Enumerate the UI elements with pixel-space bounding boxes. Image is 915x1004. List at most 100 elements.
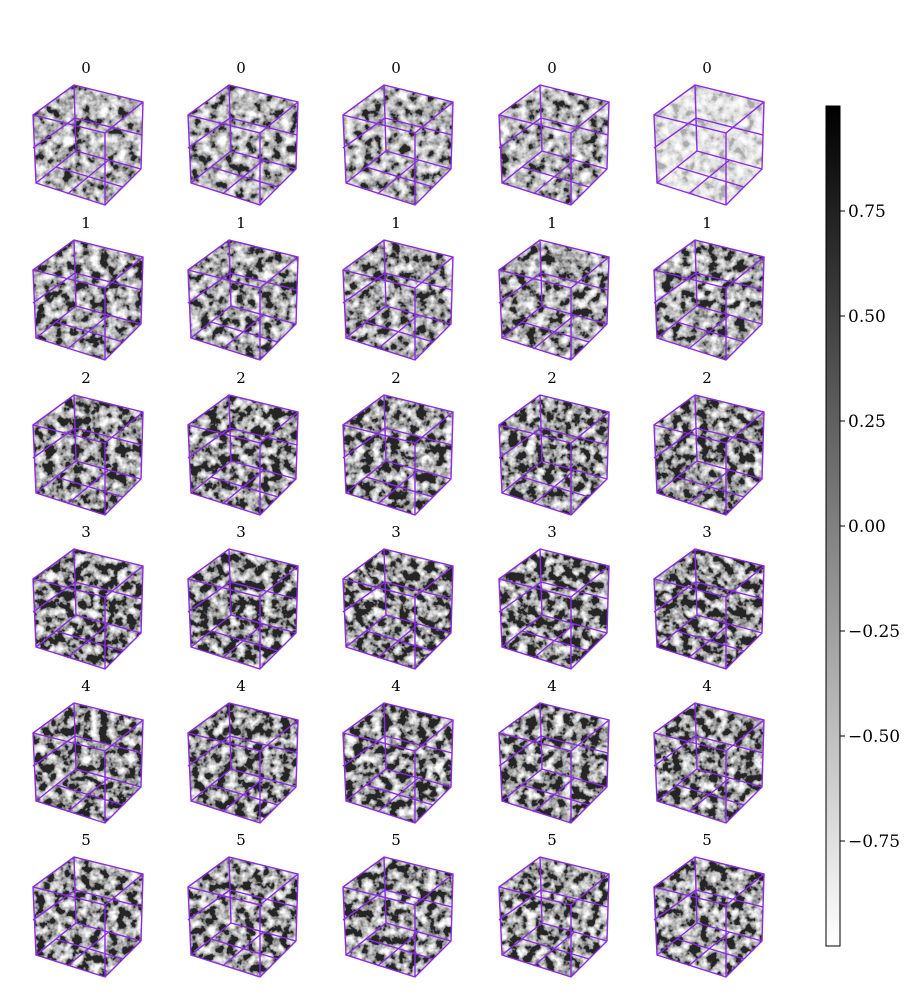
voxel-texture xyxy=(343,857,453,977)
panel-title: 3 xyxy=(547,523,557,541)
cube-edges xyxy=(187,84,299,206)
panel-title: 1 xyxy=(81,214,91,232)
cube-edges xyxy=(653,84,765,206)
voxel-texture xyxy=(343,240,453,360)
panel-title: 0 xyxy=(236,59,246,77)
panel-title: 1 xyxy=(702,214,712,232)
colorbar-gradient xyxy=(825,105,841,947)
cube-edges xyxy=(342,239,454,361)
cube-edges xyxy=(32,84,144,206)
panel-title: 2 xyxy=(391,369,401,387)
voxel-texture xyxy=(33,85,143,205)
cube-edges xyxy=(342,84,454,206)
voxel-texture xyxy=(188,85,298,205)
cube-panel-r2-c2: 2 xyxy=(342,369,454,516)
panel-title: 1 xyxy=(547,214,557,232)
voxel-texture xyxy=(33,857,143,977)
voxel-texture xyxy=(33,703,143,823)
panel-title: 0 xyxy=(702,59,712,77)
cube-panel-r2-c4: 2 xyxy=(653,369,765,516)
cube-edges xyxy=(342,856,454,978)
cube-panel-r3-c2: 3 xyxy=(342,523,454,670)
cube-panel-r3-c3: 3 xyxy=(498,523,610,670)
cube-panel-r1-c2: 1 xyxy=(342,214,454,361)
cube-edges xyxy=(498,394,610,516)
panel-title: 1 xyxy=(391,214,401,232)
panel-title: 3 xyxy=(236,523,246,541)
panel-title: 5 xyxy=(702,831,712,849)
cube-edges xyxy=(498,856,610,978)
cube-panel-r3-c1: 3 xyxy=(187,523,299,670)
panel-title: 2 xyxy=(236,369,246,387)
colorbar-tick-label: −0.25 xyxy=(848,622,900,642)
panel-title: 0 xyxy=(81,59,91,77)
panel-title: 3 xyxy=(391,523,401,541)
cube-panel-r5-c3: 5 xyxy=(498,831,610,978)
colorbar: 0.750.500.250.00−0.25−0.50−0.75 xyxy=(825,105,900,947)
cube-panel-r3-c4: 3 xyxy=(653,523,765,670)
cube-panel-r4-c1: 4 xyxy=(187,677,299,824)
panel-title: 5 xyxy=(391,831,401,849)
voxel-texture xyxy=(343,703,453,823)
cube-panel-r1-c1: 1 xyxy=(187,214,299,361)
cube-panel-r4-c4: 4 xyxy=(653,677,765,824)
cube-edges xyxy=(32,856,144,978)
cube-edges xyxy=(498,84,610,206)
panel-title: 2 xyxy=(81,369,91,387)
panel-title: 0 xyxy=(391,59,401,77)
colorbar-tick-label: −0.75 xyxy=(848,832,900,852)
cube-panel-r0-c4: 0 xyxy=(653,59,765,206)
voxel-texture xyxy=(654,395,764,515)
cube-panel-r4-c2: 4 xyxy=(342,677,454,824)
voxel-texture xyxy=(188,857,298,977)
cube-edges xyxy=(187,702,299,824)
cube-edges xyxy=(32,548,144,670)
cube-edges xyxy=(653,856,765,978)
cube-panel-r5-c2: 5 xyxy=(342,831,454,978)
cube-panel-r0-c0: 0 xyxy=(32,59,144,206)
cube-panel-r1-c3: 1 xyxy=(498,214,610,361)
cube-edges xyxy=(653,702,765,824)
cube-edges xyxy=(342,394,454,516)
cube-edges xyxy=(32,239,144,361)
cube-edges xyxy=(653,394,765,516)
panel-title: 5 xyxy=(547,831,557,849)
panel-title: 4 xyxy=(236,677,246,695)
panel-title: 5 xyxy=(236,831,246,849)
panel-title: 4 xyxy=(702,677,712,695)
cube-panel-r5-c1: 5 xyxy=(187,831,299,978)
panel-title: 1 xyxy=(236,214,246,232)
cube-edges xyxy=(187,856,299,978)
panel-title: 4 xyxy=(391,677,401,695)
cube-edges xyxy=(653,239,765,361)
panel-title: 3 xyxy=(702,523,712,541)
cube-panel-r1-c4: 1 xyxy=(653,214,765,361)
cube-edges xyxy=(498,702,610,824)
cube-edges xyxy=(187,548,299,670)
colorbar-tick-label: −0.50 xyxy=(848,727,900,747)
colorbar-tick-label: 0.25 xyxy=(848,412,886,432)
cube-edges xyxy=(32,702,144,824)
voxel-texture xyxy=(343,395,453,515)
cube-edges xyxy=(653,548,765,670)
panel-title: 0 xyxy=(547,59,557,77)
panel-title: 4 xyxy=(547,677,557,695)
cube-panel-r0-c3: 0 xyxy=(498,59,610,206)
cube-panel-r4-c0: 4 xyxy=(32,677,144,824)
voxel-texture xyxy=(188,395,298,515)
panel-title: 2 xyxy=(702,369,712,387)
cube-edges xyxy=(187,239,299,361)
voxel-texture xyxy=(654,857,764,977)
cube-panel-r2-c1: 2 xyxy=(187,369,299,516)
cube-panel-r5-c4: 5 xyxy=(653,831,765,978)
cube-panel-r2-c0: 2 xyxy=(32,369,144,516)
cube-edges xyxy=(32,394,144,516)
panel-title: 2 xyxy=(547,369,557,387)
panel-title: 5 xyxy=(81,831,91,849)
cube-edges xyxy=(342,702,454,824)
cube-panel-r4-c3: 4 xyxy=(498,677,610,824)
cube-edges xyxy=(498,239,610,361)
cube-edges xyxy=(498,548,610,670)
